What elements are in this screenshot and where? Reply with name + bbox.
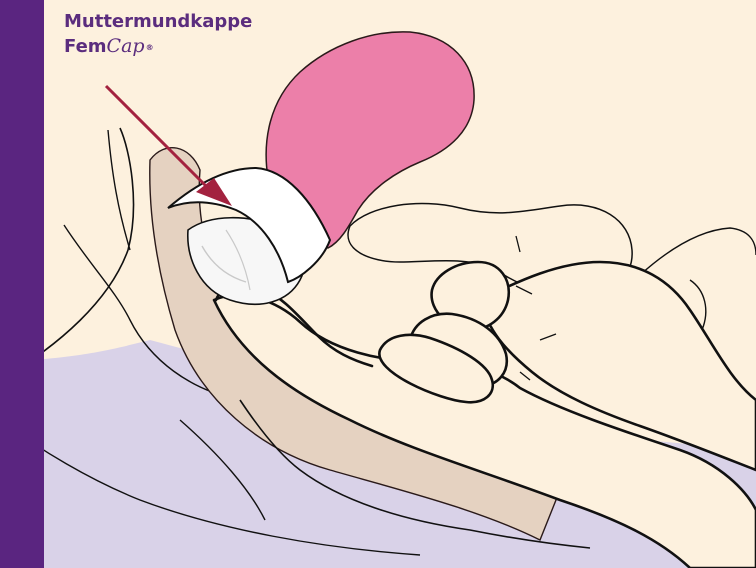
label-title: Muttermundkappe (64, 10, 252, 34)
label-brand-italic: Cap (107, 35, 145, 57)
label-brand-prefix: Fem (64, 36, 107, 57)
left-purple-band (0, 0, 44, 568)
thigh-outline (640, 228, 756, 275)
knuckle-line-4 (520, 372, 530, 380)
device-label: Muttermundkappe FemCap® (64, 10, 252, 59)
label-brand: FemCap® (64, 34, 252, 59)
registered-mark: ® (146, 43, 154, 52)
